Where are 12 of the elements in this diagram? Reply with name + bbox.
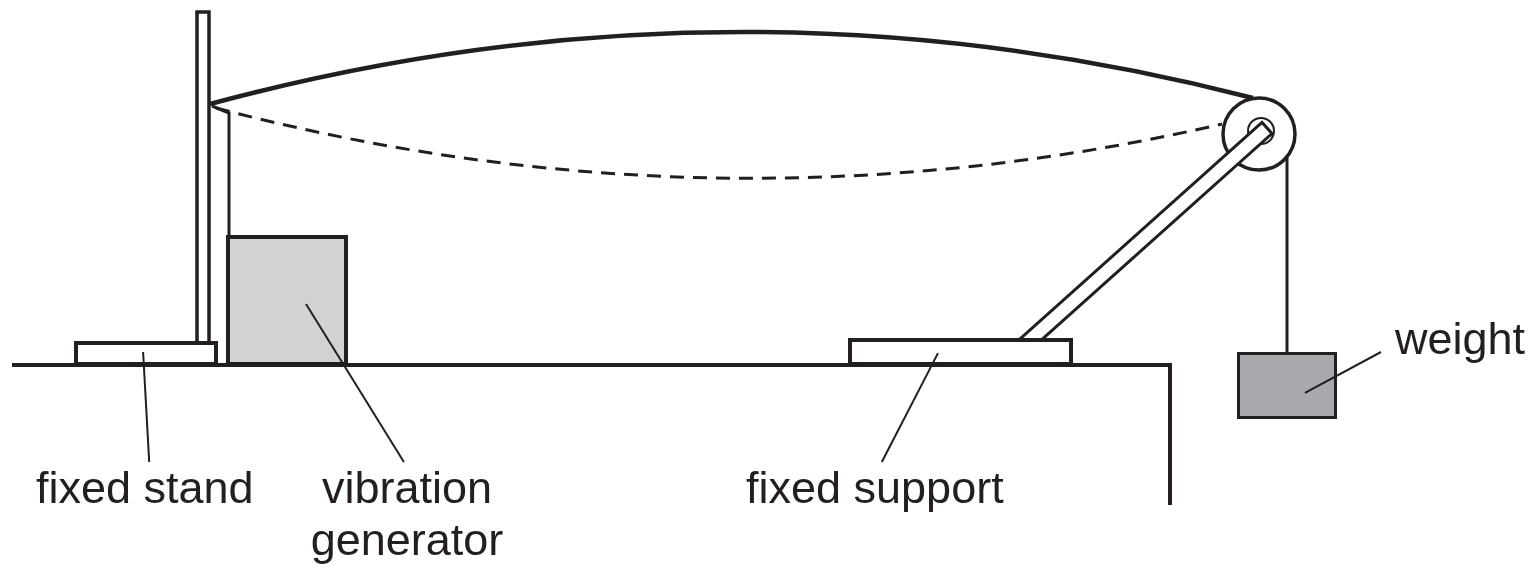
leader-line (305, 303, 405, 463)
vibration-generator (226, 235, 348, 366)
weight-block (1237, 352, 1337, 419)
part-label: weight (1381, 313, 1526, 365)
leader-line (142, 351, 151, 463)
part-label: fixed support (746, 462, 1004, 514)
stand-base (74, 341, 218, 366)
support-base (848, 338, 1073, 366)
part-label: fixed stand (36, 462, 254, 514)
leader-line (1304, 351, 1382, 394)
leader-line (880, 352, 939, 463)
part-label: vibration generator (297, 462, 517, 566)
